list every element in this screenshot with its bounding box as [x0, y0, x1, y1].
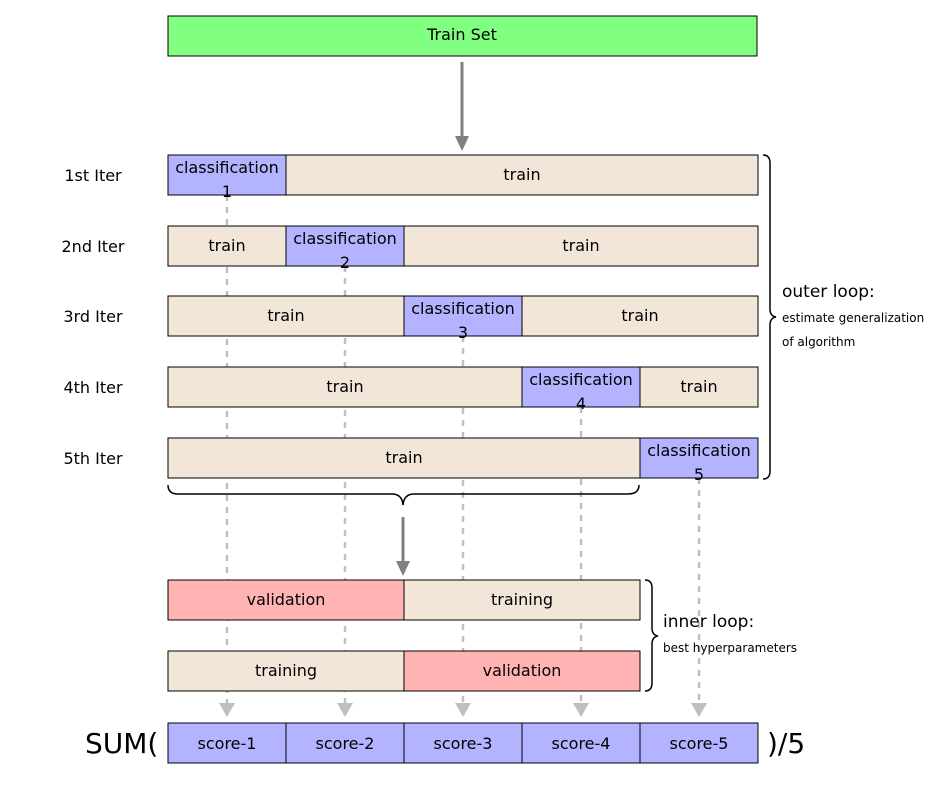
train-label: train [680, 377, 717, 396]
classification-label: classification [529, 370, 633, 389]
score-label: score-2 [316, 734, 375, 753]
train-cell [167, 295, 405, 337]
inner-loop-brace: inner loop: best hyperparameters [644, 579, 797, 692]
train-cell [167, 366, 523, 408]
classification-number: 4 [576, 394, 586, 413]
score-row: score-1 score-2 score-3 score-4 score-5 [167, 722, 759, 764]
dashed-arrowhead-2 [337, 703, 353, 717]
dashed-arrowhead-5 [691, 703, 707, 717]
classification-cell [639, 437, 759, 479]
train-cell [521, 295, 759, 337]
classification-number: 1 [222, 182, 232, 201]
training-brace [167, 484, 640, 506]
classification-label: classification [411, 299, 515, 318]
train-cell [167, 225, 287, 267]
classification-number: 5 [694, 465, 704, 484]
iteration-rows: 1st Iter classification 1 train 2nd Iter trai… [62, 154, 759, 484]
dashed-arrowhead-4 [573, 703, 589, 717]
score-cell-4 [521, 722, 641, 764]
inner-row-1: validation training [167, 579, 641, 621]
outer-loop-line2: of algorithm [782, 335, 855, 349]
dashed-arrowhead-3 [455, 703, 471, 717]
outer-loop-brace: outer loop: estimate generalization of a… [762, 154, 924, 480]
dashed-arrowhead-1 [219, 703, 235, 717]
validation-cell [167, 579, 405, 621]
train-set-bar: Train Set [167, 15, 758, 57]
train-label: train [267, 306, 304, 325]
validation-label: validation [483, 661, 562, 680]
classification-label: classification [293, 229, 397, 248]
classification-label: classification [647, 441, 751, 460]
iteration-row-2: 2nd Iter train classification 2 train [62, 225, 759, 272]
train-cell [167, 437, 641, 479]
train-cell [285, 154, 759, 196]
train-cell [639, 366, 759, 408]
train-label: train [562, 236, 599, 255]
score-cell-5 [639, 722, 759, 764]
train-label: train [385, 448, 422, 467]
train-cell [403, 579, 641, 621]
iteration-row-1: 1st Iter classification 1 train [64, 154, 759, 201]
train-label: train [621, 306, 658, 325]
score-label: score-4 [552, 734, 611, 753]
score-cell-3 [403, 722, 523, 764]
classification-cell [403, 295, 523, 337]
iteration-label: 1st Iter [64, 166, 122, 185]
train-label: training [255, 661, 317, 680]
outer-loop-line1: estimate generalization [782, 311, 924, 325]
iteration-label: 3rd Iter [63, 307, 123, 326]
train-cell [403, 225, 759, 267]
train-label: train [326, 377, 363, 396]
iteration-row-5: 5th Iter train classification 5 [63, 437, 759, 484]
classification-cell [285, 225, 405, 267]
inner-loop-title: inner loop: [663, 612, 754, 632]
train-set-label: Train Set [426, 25, 497, 44]
outer-loop-title: outer loop: [782, 282, 875, 302]
train-label: training [491, 590, 553, 609]
inner-row-2: training validation [167, 650, 641, 692]
iteration-label: 4th Iter [63, 378, 123, 397]
inner-loop-rows: validation training training validation [167, 579, 641, 692]
classification-number: 2 [340, 253, 350, 272]
down-arrow-inner [396, 517, 410, 576]
train-label: train [208, 236, 245, 255]
classification-cell [521, 366, 641, 408]
validation-cell [403, 650, 641, 692]
iteration-label: 5th Iter [63, 449, 123, 468]
down-arrow-top [455, 62, 469, 151]
score-label: score-5 [670, 734, 729, 753]
score-label: score-1 [198, 734, 257, 753]
classification-number: 3 [458, 323, 468, 342]
sum-suffix: )/5 [767, 727, 805, 760]
score-cell-1 [167, 722, 287, 764]
iteration-row-3: 3rd Iter train classification 3 train [63, 295, 759, 342]
iteration-label: 2nd Iter [62, 237, 125, 256]
validation-label: validation [247, 590, 326, 609]
train-label: train [503, 165, 540, 184]
classification-label: classification [175, 158, 279, 177]
score-label: score-3 [434, 734, 493, 753]
inner-loop-line1: best hyperparameters [663, 641, 797, 655]
iteration-row-4: 4th Iter train classification 4 train [63, 366, 759, 413]
score-cell-2 [285, 722, 405, 764]
sum-prefix: SUM( [85, 727, 158, 760]
